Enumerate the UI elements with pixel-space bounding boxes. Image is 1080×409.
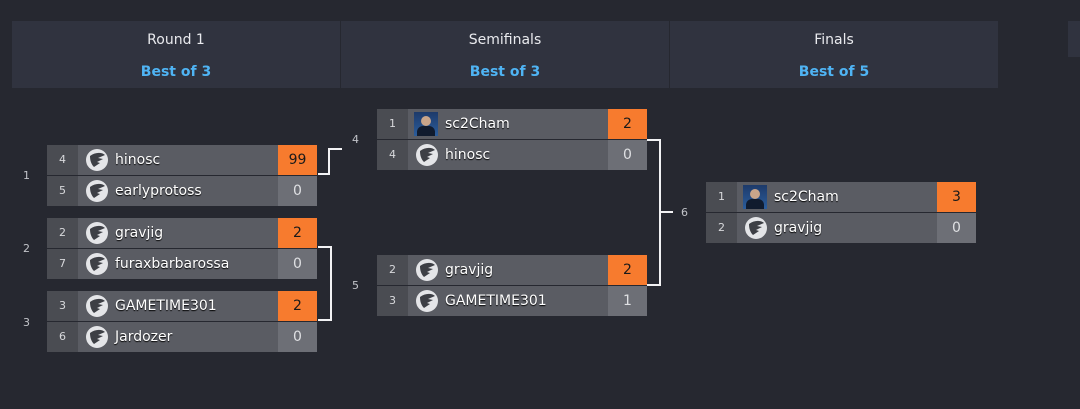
match-participant[interactable]: 4 hinosc 99 <box>47 145 317 175</box>
score: 3 <box>937 182 976 212</box>
match-participant[interactable]: 2 gravjig 2 <box>47 218 317 248</box>
player-name[interactable]: hinosc <box>115 152 161 168</box>
seed: 6 <box>47 322 78 352</box>
wing-logo-icon <box>86 180 108 202</box>
match-participant[interactable]: 1 sc2Cham 2 <box>377 109 647 139</box>
round-name: Semifinals <box>468 32 542 48</box>
score: 1 <box>608 286 647 316</box>
wing-logo-icon <box>416 144 438 166</box>
match-participant[interactable]: 5 earlyprotoss 0 <box>47 176 317 206</box>
player-name[interactable]: Jardozer <box>115 329 173 345</box>
seed: 5 <box>47 176 78 206</box>
round-format: Best of 3 <box>140 64 212 80</box>
match-participant[interactable]: 4 hinosc 0 <box>377 140 647 170</box>
score: 2 <box>278 291 317 321</box>
match-3[interactable]: 3 GAMETIME301 2 6 Jardozer 0 <box>47 291 317 352</box>
wing-logo-icon <box>86 222 108 244</box>
score: 0 <box>278 249 317 279</box>
seed: 4 <box>47 145 78 175</box>
seed: 2 <box>47 218 78 248</box>
player-name[interactable]: gravjig <box>445 262 494 278</box>
round-format: Best of 3 <box>469 64 541 80</box>
wing-logo-icon <box>86 149 108 171</box>
seed: 3 <box>47 291 78 321</box>
match-number: 6 <box>681 206 688 219</box>
round-header-2: Semifinals Best of 3 <box>341 21 669 88</box>
player-name[interactable]: sc2Cham <box>774 189 839 205</box>
match-participant[interactable]: 3 GAMETIME301 1 <box>377 286 647 316</box>
seed: 2 <box>377 255 408 285</box>
player-name[interactable]: gravjig <box>115 225 164 241</box>
score: 0 <box>278 176 317 206</box>
round-header-1: Round 1 Best of 3 <box>12 21 340 88</box>
seed: 7 <box>47 249 78 279</box>
score: 0 <box>937 213 976 243</box>
player-name[interactable]: furaxbarbarossa <box>115 256 230 272</box>
seed: 1 <box>377 109 408 139</box>
match-participant[interactable]: 1 sc2Cham 3 <box>706 182 976 212</box>
wing-logo-icon <box>416 259 438 281</box>
player-name[interactable]: hinosc <box>445 147 491 163</box>
seed: 2 <box>706 213 737 243</box>
match-6[interactable]: 1 sc2Cham 3 2 gravjig 0 <box>706 182 976 243</box>
seed: 3 <box>377 286 408 316</box>
score: 2 <box>608 109 647 139</box>
score: 99 <box>278 145 317 175</box>
match-number: 4 <box>352 133 359 146</box>
match-number: 3 <box>23 316 30 329</box>
seed: 4 <box>377 140 408 170</box>
match-number: 5 <box>352 279 359 292</box>
player-avatar-icon <box>414 112 438 136</box>
score: 0 <box>278 322 317 352</box>
player-avatar-icon <box>743 185 767 209</box>
match-4[interactable]: 1 sc2Cham 2 4 hinosc 0 <box>377 109 647 170</box>
player-name[interactable]: GAMETIME301 <box>115 298 217 314</box>
score: 2 <box>278 218 317 248</box>
seed: 1 <box>706 182 737 212</box>
match-2[interactable]: 2 gravjig 2 7 furaxbarbarossa 0 <box>47 218 317 279</box>
score: 2 <box>608 255 647 285</box>
player-name[interactable]: gravjig <box>774 220 823 236</box>
player-name[interactable]: sc2Cham <box>445 116 510 132</box>
score: 0 <box>608 140 647 170</box>
match-number: 1 <box>23 169 30 182</box>
round-header-3: Finals Best of 5 <box>670 21 998 88</box>
wing-logo-icon <box>86 326 108 348</box>
match-5[interactable]: 2 gravjig 2 3 GAMETIME301 1 <box>377 255 647 316</box>
round-format: Best of 5 <box>798 64 870 80</box>
match-participant[interactable]: 6 Jardozer 0 <box>47 322 317 352</box>
match-participant[interactable]: 2 gravjig 2 <box>377 255 647 285</box>
round-name: Finals <box>814 32 854 48</box>
wing-logo-icon <box>86 295 108 317</box>
round-name: Round 1 <box>147 32 205 48</box>
player-name[interactable]: GAMETIME301 <box>445 293 547 309</box>
match-1[interactable]: 4 hinosc 99 5 earlyprotoss 0 <box>47 145 317 206</box>
wing-logo-icon <box>86 253 108 275</box>
scroll-strip <box>1068 21 1080 57</box>
match-participant[interactable]: 3 GAMETIME301 2 <box>47 291 317 321</box>
match-participant[interactable]: 7 furaxbarbarossa 0 <box>47 249 317 279</box>
wing-logo-icon <box>745 217 767 239</box>
match-participant[interactable]: 2 gravjig 0 <box>706 213 976 243</box>
wing-logo-icon <box>416 290 438 312</box>
match-number: 2 <box>23 242 30 255</box>
player-name[interactable]: earlyprotoss <box>115 183 202 199</box>
